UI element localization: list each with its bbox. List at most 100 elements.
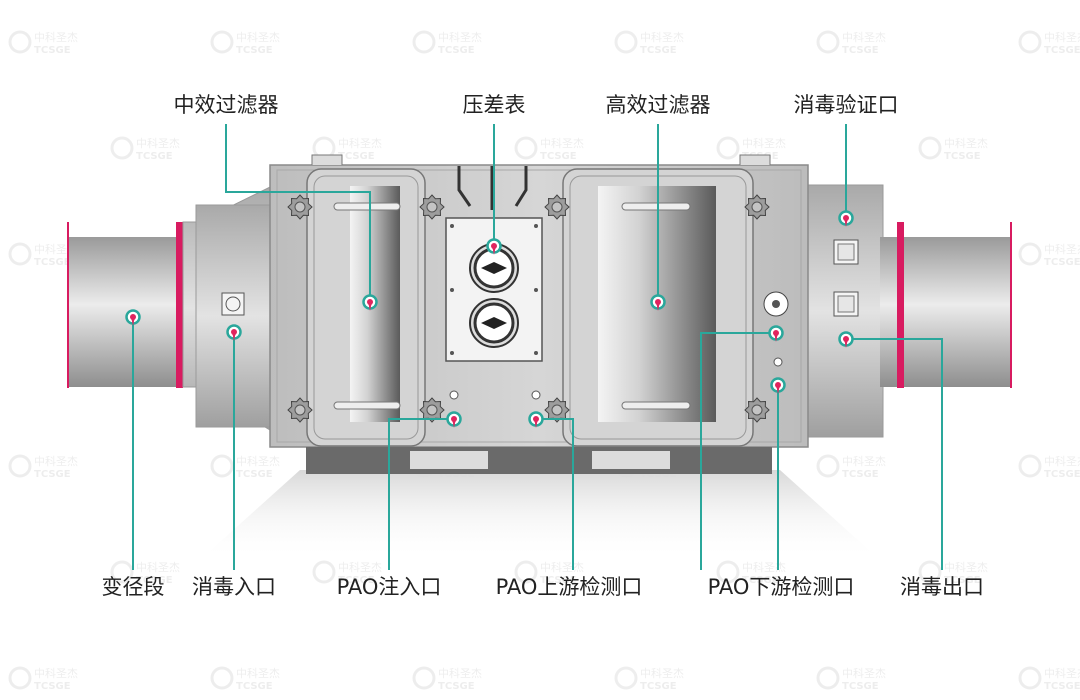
watermark-cn: 中科圣杰: [842, 454, 886, 468]
lifting-lug-left: [311, 154, 343, 165]
watermark-cn: 中科圣杰: [236, 666, 280, 680]
watermark-cn: 中科圣杰: [438, 666, 482, 680]
watermark-cn: 中科圣杰: [1044, 666, 1080, 680]
watermark-cn: 中科圣杰: [236, 30, 280, 44]
watermark-en: TCSGE: [842, 469, 879, 480]
marker-medium-filter: [362, 294, 378, 311]
watermark-cn: 中科圣杰: [540, 560, 584, 574]
watermark-en: TCSGE: [540, 151, 577, 162]
knob: [419, 194, 445, 220]
watermark-cn: 中科圣杰: [136, 136, 180, 150]
marker-pao-inject: [446, 411, 462, 428]
floor-shadow: [200, 470, 880, 560]
watermark-en: TCSGE: [1044, 45, 1080, 56]
label-disinfection-outlet: 消毒出口: [900, 575, 984, 599]
watermark-en: TCSGE: [1044, 257, 1080, 268]
label-disinfection-verify: 消毒验证口: [793, 93, 899, 117]
watermark-en: TCSGE: [34, 469, 71, 480]
pao-upstream-port: [531, 390, 541, 400]
lifting-lug-right: [739, 154, 771, 165]
watermark-en: TCSGE: [640, 45, 677, 56]
watermark-cn: 中科圣杰: [338, 560, 382, 574]
marker-pao-upstream: [528, 411, 544, 428]
watermark-en: TCSGE: [338, 575, 375, 586]
watermark-en: TCSGE: [438, 45, 475, 56]
point-markers: [125, 210, 854, 428]
marker-pressure-gauge: [486, 238, 502, 255]
watermark-cn: 中科圣杰: [944, 560, 988, 574]
watermark-en: TCSGE: [34, 45, 71, 56]
leader-lines: [132, 124, 943, 570]
watermark-en: TCSGE: [338, 151, 375, 162]
leader-pao-downstream-a: [700, 332, 776, 570]
pao-downstream-port: [773, 357, 783, 367]
watermark-cn: 中科圣杰: [742, 136, 786, 150]
watermark-cn: 中科圣杰: [842, 30, 886, 44]
leader-pao-upstream: [536, 418, 574, 570]
watermark-cn: 中科圣杰: [136, 560, 180, 574]
knob: [287, 397, 313, 423]
watermark-cn: 中科圣杰: [1044, 454, 1080, 468]
marker-pao-downstream-a: [768, 325, 784, 342]
leader-disinfection-outlet: [846, 338, 943, 570]
inlet-pipe: [67, 222, 183, 388]
watermark-en: TCSGE: [944, 151, 981, 162]
unit-base: [306, 447, 772, 474]
marker-disinfection-outlet: [838, 331, 854, 348]
watermark-en: TCSGE: [236, 45, 273, 56]
label-high-filter: 高效过滤器: [605, 93, 711, 117]
label-reducer: 变径段: [101, 575, 165, 599]
leader-medium-filter: [225, 124, 371, 302]
watermark-en: TCSGE: [1044, 469, 1080, 480]
watermark-en: TCSGE: [842, 681, 879, 692]
watermark-cn: 中科圣杰: [438, 30, 482, 44]
knob: [744, 397, 770, 423]
watermark-en: TCSGE: [236, 469, 273, 480]
watermark-cn: 中科圣杰: [640, 30, 684, 44]
marker-disinfection-verify: [838, 210, 854, 227]
marker-pao-downstream-b: [770, 377, 786, 394]
watermark-cn: 中科圣杰: [338, 136, 382, 150]
watermark-cn: 中科圣杰: [1044, 30, 1080, 44]
watermark-cn: 中科圣杰: [540, 136, 584, 150]
label-medium-filter: 中效过滤器: [173, 93, 279, 117]
knob: [544, 194, 570, 220]
outlet-section: [802, 184, 1012, 438]
watermark-en: TCSGE: [842, 45, 879, 56]
pao-inject-port: [449, 390, 459, 400]
label-pressure-gauge: 压差表: [462, 93, 526, 117]
watermark-cn: 中科圣杰: [742, 560, 786, 574]
knob: [287, 194, 313, 220]
watermark-cn: 中科圣杰: [1044, 242, 1080, 256]
label-pao-downstream: PAO下游检测口: [707, 575, 855, 599]
inlet-disinfection-port: [221, 292, 245, 316]
watermark-en: TCSGE: [34, 681, 71, 692]
watermark-en: TCSGE: [136, 151, 173, 162]
watermark-en: TCSGE: [1044, 681, 1080, 692]
label-disinfection-inlet: 消毒入口: [192, 575, 276, 599]
marker-disinfection-inlet: [226, 324, 242, 341]
leader-pao-inject: [388, 418, 454, 570]
gauge-bottom: [469, 298, 519, 348]
label-pao-upstream: PAO上游检测口: [495, 575, 643, 599]
watermark-en: TCSGE: [34, 257, 71, 268]
door-knobs: [287, 194, 770, 423]
